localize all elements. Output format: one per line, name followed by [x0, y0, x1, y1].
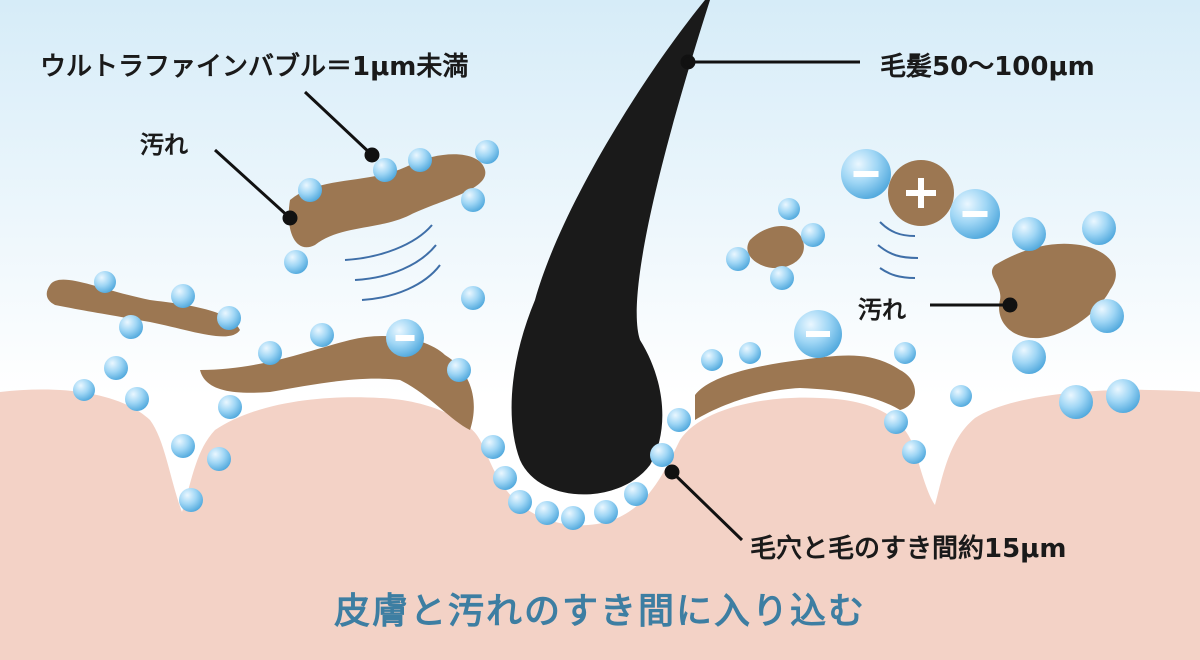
bubble	[125, 387, 149, 411]
bubble	[701, 349, 723, 371]
bubble	[461, 188, 485, 212]
minus-icon	[806, 331, 830, 337]
charged-bubbles	[386, 149, 1000, 358]
bubble	[894, 342, 916, 364]
bubble	[119, 315, 143, 339]
bubble	[778, 198, 800, 220]
bubble	[667, 408, 691, 432]
bubble	[726, 247, 750, 271]
dirt-blob	[200, 335, 474, 430]
bubble	[207, 447, 231, 471]
dirt-label-right: 汚れ	[858, 296, 906, 324]
pore-gap-label: 毛穴と毛のすき間約15μm	[750, 534, 1067, 564]
bubble	[594, 500, 618, 524]
bubbles	[73, 140, 1140, 530]
plus-icon	[906, 178, 936, 208]
dirt-blob	[695, 355, 915, 420]
bubble	[104, 356, 128, 380]
bubble	[258, 341, 282, 365]
bubble	[1012, 340, 1046, 374]
bubble	[624, 482, 648, 506]
bubble	[535, 501, 559, 525]
bubble	[461, 286, 485, 310]
bubble	[171, 434, 195, 458]
minus-icon	[853, 171, 879, 177]
dirt-blob	[46, 279, 240, 337]
bubble	[739, 342, 761, 364]
bubble	[801, 223, 825, 247]
bubble	[217, 306, 241, 330]
dirt-blob	[747, 225, 804, 269]
minus-icon	[962, 211, 988, 217]
bubble-definition-label: ウルトラファインバブル＝1μm未満	[40, 52, 469, 82]
bubble	[218, 395, 242, 419]
bubble	[950, 385, 972, 407]
bubble	[310, 323, 334, 347]
bubble	[73, 379, 95, 401]
bubble	[447, 358, 471, 382]
caption: 皮膚と汚れのすき間に入り込む	[333, 591, 866, 632]
bubble	[493, 466, 517, 490]
bubble	[1012, 217, 1046, 251]
minus-icon	[395, 335, 415, 341]
hair	[511, 0, 710, 495]
hair-size-label: 毛髪50〜100μm	[880, 52, 1095, 82]
bubble	[1106, 379, 1140, 413]
leader-lines	[213, 54, 1018, 542]
skin	[0, 389, 1200, 660]
bubble	[884, 410, 908, 434]
bubble	[179, 488, 203, 512]
bubble	[561, 506, 585, 530]
bubble	[650, 443, 674, 467]
bubble	[171, 284, 195, 308]
dirt-blob	[991, 243, 1116, 339]
bubble	[408, 148, 432, 172]
bubble	[508, 490, 532, 514]
bubble	[1082, 211, 1116, 245]
bubble	[475, 140, 499, 164]
bubble	[1059, 385, 1093, 419]
bubble	[902, 440, 926, 464]
vibration-waves	[344, 221, 919, 301]
bubble	[1090, 299, 1124, 333]
bubble	[298, 178, 322, 202]
bubble	[284, 250, 308, 274]
bubble	[481, 435, 505, 459]
dirt-particles	[46, 154, 1116, 430]
bubble	[94, 271, 116, 293]
dirt-blob	[288, 154, 486, 248]
dirt-label-left: 汚れ	[140, 131, 188, 159]
bubble	[770, 266, 794, 290]
bubble	[373, 158, 397, 182]
